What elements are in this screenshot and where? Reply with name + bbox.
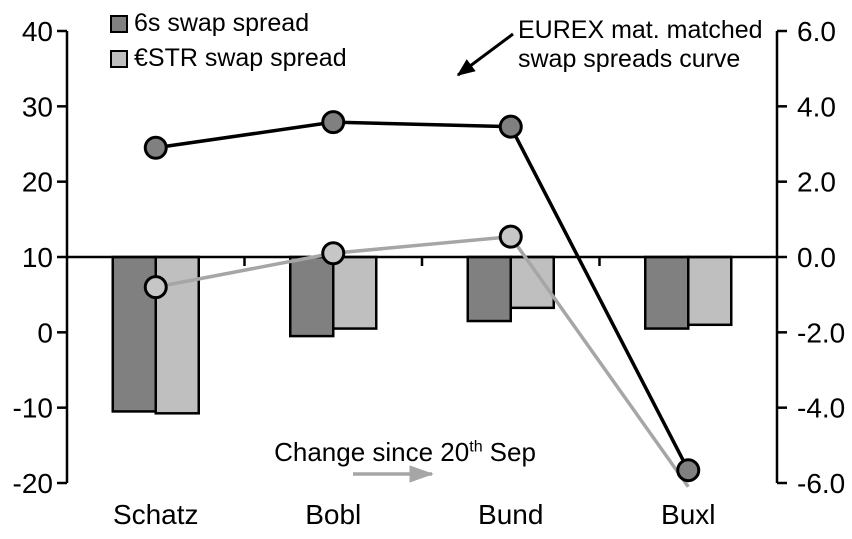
annotation-arrow-icon (456, 32, 514, 77)
bar-estr-bobl (332, 255, 378, 330)
change-note-superscript: th (469, 437, 483, 456)
left-axis-tick-label: 40 (22, 16, 53, 47)
marker-6s-bobl (321, 110, 346, 135)
marker-estr-bobl (321, 241, 346, 266)
change-note-month: Sep (489, 437, 536, 467)
bar-estr-buxl (687, 255, 733, 327)
change-note-text: Change since 20 (274, 437, 470, 467)
marker-6s-bund (498, 114, 523, 139)
left-axis-tick-label: 30 (22, 91, 53, 122)
estr-legend-swatch-icon (110, 49, 128, 68)
left-axis-tick-label: 10 (22, 242, 53, 273)
line-estr-curve (155, 234, 690, 488)
category-label-bund: Bund (478, 499, 543, 530)
line-6s-curve (155, 120, 690, 471)
marker-estr-schatz (143, 275, 168, 300)
6s-legend-swatch-icon (110, 14, 128, 33)
right-axis-tick-label: 6.0 (797, 16, 836, 47)
marker-estr-bund (498, 224, 523, 249)
right-axis-tick-label: 2.0 (797, 167, 836, 198)
marker-6s-schatz (143, 135, 168, 160)
category-label-buxl: Buxl (661, 499, 715, 530)
left-axis-tick-label: -10 (13, 393, 53, 424)
right-axis-tick-label: -4.0 (797, 393, 845, 424)
left-axis-tick-label: 0 (37, 317, 53, 348)
bar-6s-bund (466, 255, 512, 323)
right-axis-tick-label: -2.0 (797, 317, 845, 348)
bar-6s-bobl (289, 255, 335, 338)
right-axis-tick-label: 0.0 (797, 242, 836, 273)
right-axis-tick-label: 4.0 (797, 91, 836, 122)
legend-item-6s: 6s swap spread (110, 11, 309, 36)
curve-annotation-line2: swap spreads curve (518, 45, 741, 73)
legend-label-6s: 6s swap spread (134, 9, 310, 37)
marker-6s-buxl (676, 458, 701, 483)
legend-label-estr: €STR swap spread (134, 44, 347, 72)
right-axis-tick-label: -6.0 (797, 468, 845, 499)
bar-6s-buxl (644, 255, 690, 330)
curve-annotation: EUREX mat. matched swap spreads curve (518, 16, 763, 74)
left-axis-tick-label: -20 (13, 468, 53, 499)
curve-annotation-line1: EUREX mat. matched (518, 16, 763, 44)
category-label-bobl: Bobl (305, 499, 361, 530)
legend-item-estr: €STR swap spread (110, 46, 347, 71)
category-label-schatz: Schatz (113, 499, 199, 530)
change-since-note: Change since 20th Sep (260, 437, 550, 468)
left-axis-tick-label: 20 (22, 167, 53, 198)
